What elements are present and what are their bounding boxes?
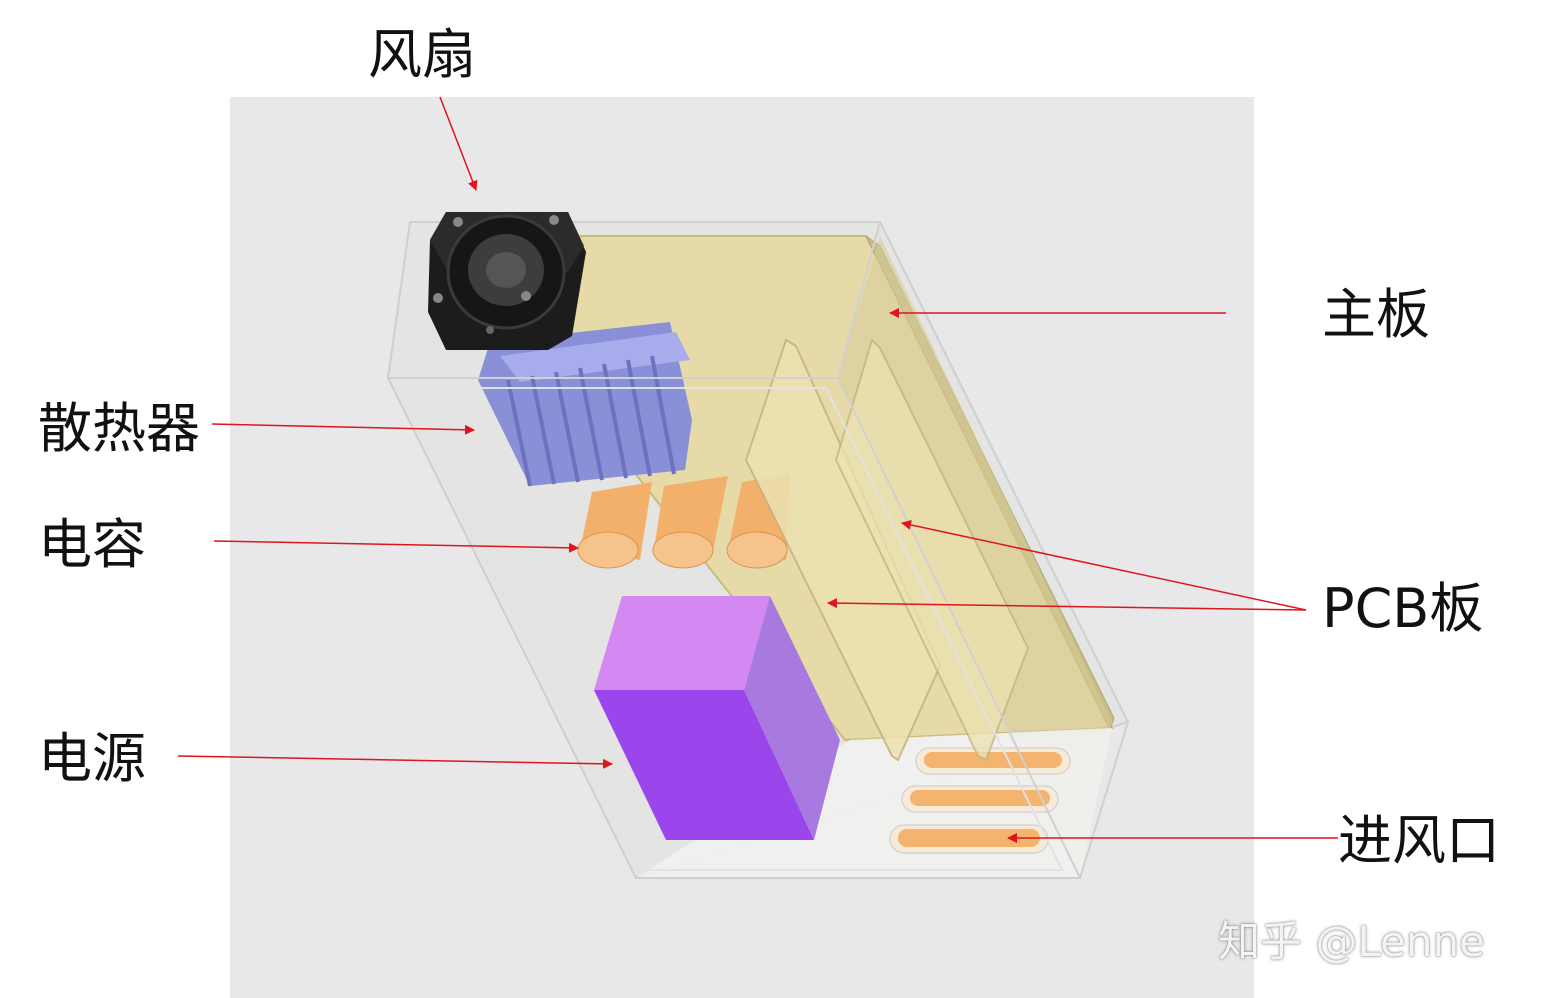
arrow-pcb-lower [827, 598, 1307, 611]
label-fan: 风扇 [368, 23, 476, 86]
label-pcb-board: PCB板 [1322, 577, 1484, 640]
arrow-heatsink [211, 423, 475, 435]
fan [428, 212, 586, 350]
label-capacitor: 电容 [38, 513, 146, 576]
arrow-fan [439, 96, 478, 191]
pcb-boards [744, 338, 1030, 762]
label-air-inlet: 进风口 [1338, 809, 1500, 872]
arrow-power-supply [177, 755, 613, 769]
air-inlet-slots [889, 747, 1071, 854]
heatsink [478, 322, 692, 487]
arrow-capacitor [213, 540, 579, 553]
label-motherboard: 主板 [1322, 283, 1430, 346]
arrow-pcb-upper [901, 520, 1307, 611]
callout-arrows [177, 96, 1338, 843]
power-supply [594, 596, 840, 840]
label-heatsink: 散热器 [38, 397, 200, 460]
watermark: 知乎 @Lenne [1218, 917, 1485, 966]
label-power-supply: 电源 [38, 727, 146, 790]
enclosure-frame [387, 221, 1129, 879]
